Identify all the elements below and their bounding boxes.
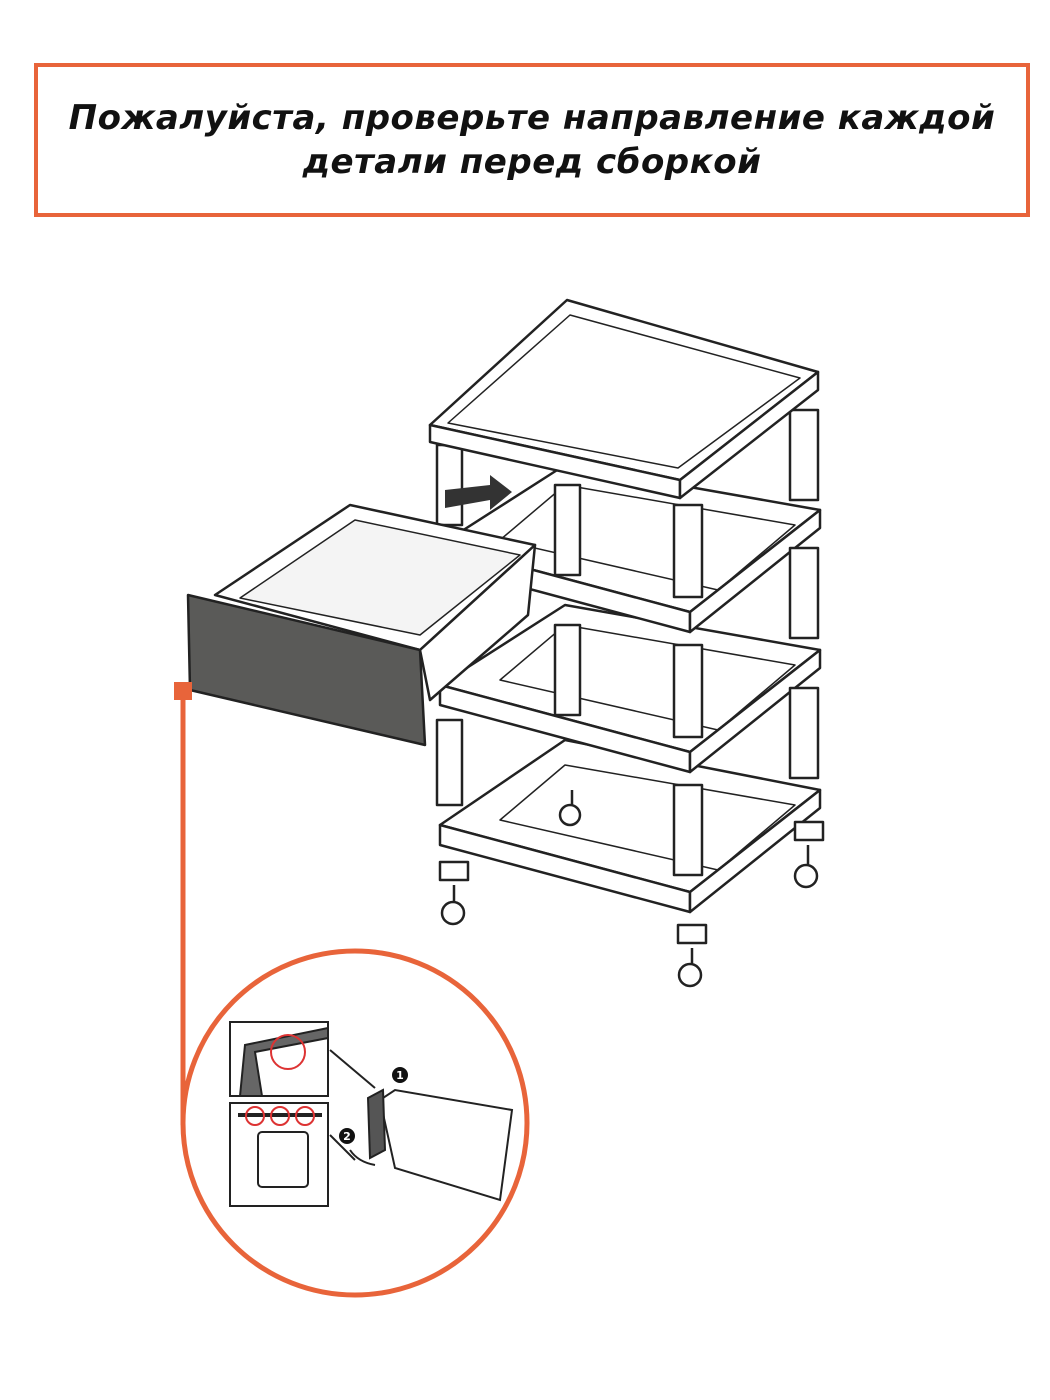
casters xyxy=(438,790,825,988)
bottom-shelf xyxy=(438,738,822,914)
drawer xyxy=(186,503,537,747)
top-panel xyxy=(428,298,820,500)
insert-arrow-icon xyxy=(445,475,512,510)
step-1-label: 1 xyxy=(396,1069,404,1082)
instruction-banner: Пожалуйста, проверьте направление каждой… xyxy=(34,63,1030,217)
instruction-line-2: детали перед сборкой xyxy=(302,142,762,182)
instruction-line-1: Пожалуйста, проверьте направление каждой xyxy=(68,98,996,138)
detail-callout: 1 2 xyxy=(174,682,530,1298)
posts xyxy=(435,408,820,877)
middle-shelf xyxy=(438,603,822,774)
upper-shelf xyxy=(438,463,822,634)
detail-drawer xyxy=(378,1088,514,1202)
step-2-label: 2 xyxy=(343,1130,351,1143)
